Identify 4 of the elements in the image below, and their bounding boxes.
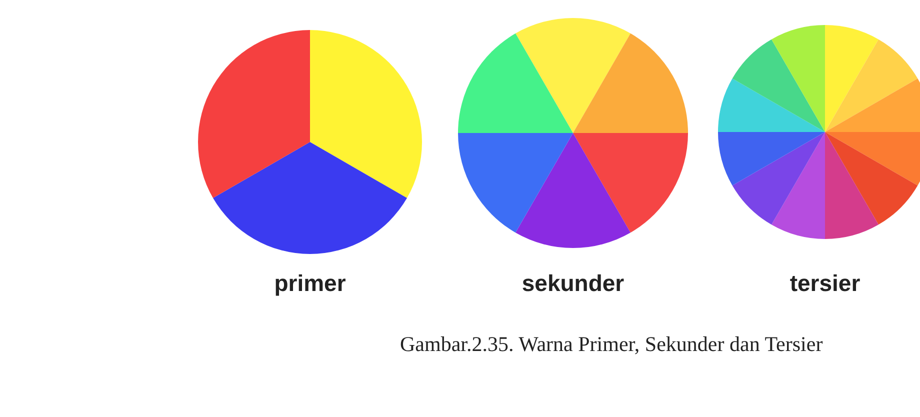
wheel-label: sekunder [520,270,626,297]
wheel-label: primer [273,270,347,297]
figure-caption: Gambar.2.35. Warna Primer, Sekunder dan Tersier [400,332,823,357]
wheel-label: tersier [788,270,862,297]
